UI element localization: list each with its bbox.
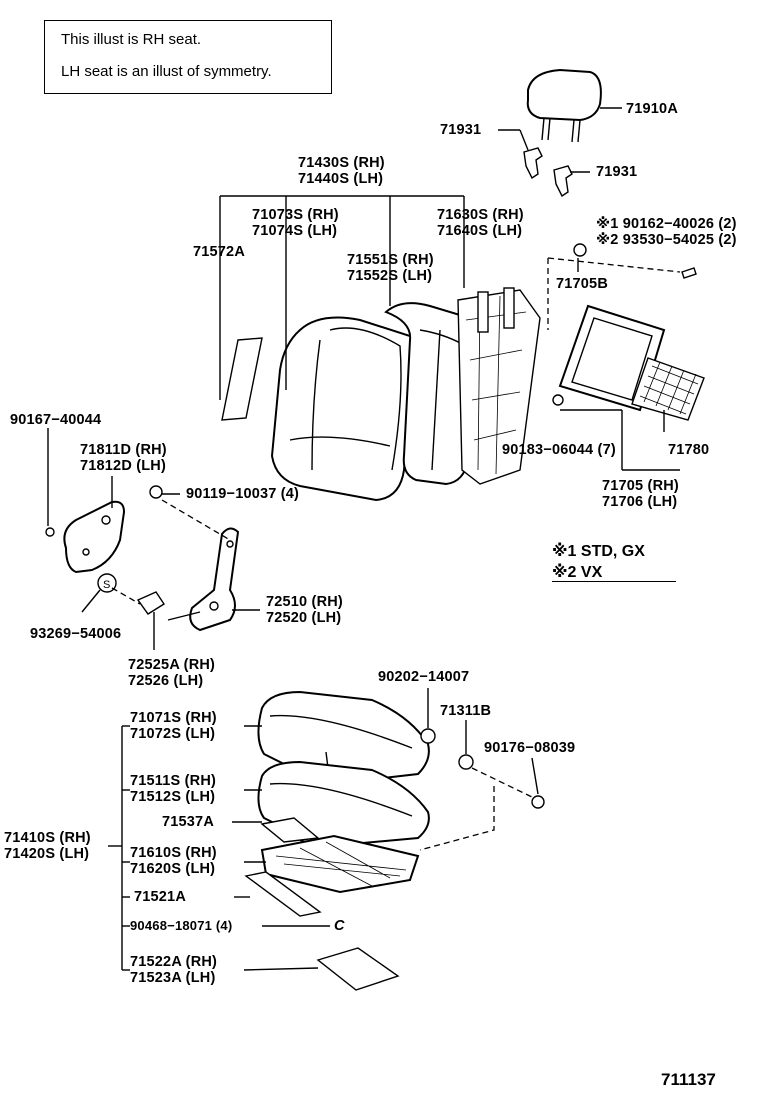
part-label-90176: 90176−08039 — [484, 740, 576, 756]
part-label-71780: 71780 — [668, 442, 710, 458]
part-label-71522A: 71522A (RH) — [130, 954, 218, 970]
clip-71311B — [458, 754, 474, 770]
part-label-71706: 71706 (LH) — [602, 494, 678, 510]
part-label-71705: 71705 (RH) — [602, 478, 679, 494]
part-label-93530: ※2 93530−54025 (2) — [596, 232, 737, 248]
seat-heater-drawing — [260, 817, 320, 843]
part-label-71551S: 71551S (RH) — [347, 252, 434, 268]
part-label-72526: 72526 (LH) — [128, 673, 204, 689]
part-label-71931-lower: 71931 — [596, 164, 638, 180]
part-label-71812D: 71812D (LH) — [80, 458, 167, 474]
headrest-drawing — [526, 68, 602, 143]
part-label-71074S: 71074S (LH) — [252, 223, 338, 239]
part-label-90162: ※1 90162−40026 (2) — [596, 216, 737, 232]
part-label-90468: 90468−18071 (4) — [130, 918, 233, 933]
screw-90167 — [45, 527, 55, 537]
back-panel-drawing — [558, 304, 666, 412]
seatback-cover-drawing — [270, 316, 417, 502]
legend-line-2: ※2 VX — [552, 564, 603, 581]
recliner-hinge-drawing — [167, 527, 240, 632]
part-label-71072S: 71072S (LH) — [130, 726, 216, 742]
part-label-90119: 90119−10037 (4) — [186, 486, 300, 502]
legend-line-1: ※1 STD, GX — [552, 543, 645, 560]
part-label-71420S: 71420S (LH) — [4, 846, 90, 862]
part-label-71910A: 71910A — [626, 101, 678, 117]
part-label-71640S: 71640S (LH) — [437, 223, 523, 239]
part-label-71572A: 71572A — [193, 244, 245, 260]
part-label-71071S: 71071S (RH) — [130, 710, 217, 726]
part-label-93269: 93269−54006 — [30, 626, 122, 642]
snap-ring-symbol: S — [103, 579, 110, 591]
cover-71522A — [316, 947, 400, 991]
cushion-board-71521A — [244, 871, 322, 917]
part-label-71630S: 71630S (RH) — [437, 207, 524, 223]
note-box: This illust is RH seat. LH seat is an il… — [44, 20, 332, 94]
illustration-code: 711137 — [661, 1070, 716, 1089]
recliner-cover-drawing — [63, 500, 126, 574]
seat-frame-drawing — [260, 834, 420, 894]
part-label-71610S: 71610S (RH) — [130, 845, 217, 861]
clip-71705B — [573, 243, 587, 257]
part-label-c: C — [334, 918, 345, 934]
leader-lines — [47, 107, 681, 971]
bolt-90119 — [149, 485, 163, 499]
part-label-71511S: 71511S (RH) — [130, 773, 217, 789]
seatback-frame-drawing — [457, 287, 541, 485]
part-label-90183: 90183−06044 (7) — [502, 442, 616, 458]
part-label-71705B: 71705B — [556, 276, 608, 292]
legend-underline — [552, 581, 676, 582]
part-label-72525A: 72525A (RH) — [128, 657, 216, 673]
snap-ring-93269 — [97, 573, 117, 593]
part-label-71311B: 71311B — [440, 703, 492, 719]
headrest-guides — [523, 147, 573, 198]
part-label-72510: 72510 (RH) — [266, 594, 343, 610]
screw-90183 — [552, 394, 564, 406]
part-label-71440S: 71440S (LH) — [298, 171, 384, 187]
bolt-90176 — [531, 795, 545, 809]
part-label-71073S: 71073S (RH) — [252, 207, 339, 223]
part-label-71430S: 71430S (RH) — [298, 155, 385, 171]
back-board-drawing — [221, 337, 263, 421]
part-label-71620S: 71620S (LH) — [130, 861, 216, 877]
net-pocket-drawing — [631, 357, 705, 421]
part-label-71512S: 71512S (LH) — [130, 789, 216, 805]
note-line-1: This illust is RH seat. — [61, 31, 202, 48]
note-line-2: LH seat is an illust of symmetry. — [61, 63, 272, 80]
part-label-71552S: 71552S (LH) — [347, 268, 433, 284]
part-label-71537A: 71537A — [162, 814, 214, 830]
part-label-71521A: 71521A — [134, 889, 186, 905]
screw-90162 — [681, 267, 697, 279]
part-label-71410S: 71410S (RH) — [4, 830, 91, 846]
recliner-knob-72525A — [136, 591, 165, 615]
part-label-71931-upper: 71931 — [440, 122, 482, 138]
part-label-72520: 72520 (LH) — [266, 610, 342, 626]
part-label-90202: 90202−14007 — [378, 669, 470, 685]
part-label-90167: 90167−40044 — [10, 412, 102, 428]
part-label-71523A: 71523A (LH) — [130, 970, 216, 986]
part-label-71811D: 71811D (RH) — [80, 442, 167, 458]
bolt-90202 — [420, 728, 436, 744]
